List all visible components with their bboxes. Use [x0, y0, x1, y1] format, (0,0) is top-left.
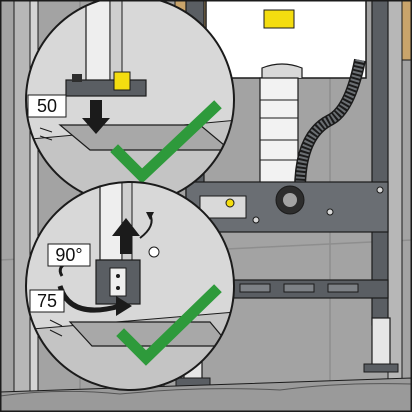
- measure-value-top: 50: [37, 96, 57, 116]
- flush-pipe: [259, 77, 299, 191]
- rotate-angle-value: 90°: [55, 245, 82, 265]
- check-mark-bottom-icon: [116, 284, 222, 366]
- measure-label-bottom: 75: [29, 289, 65, 313]
- frame-foot-right: [363, 317, 399, 373]
- cistern-label-plate: [263, 9, 295, 29]
- floor-texture: [0, 383, 412, 397]
- measure-value-bottom: 75: [37, 291, 57, 311]
- frame-crossbar: [185, 181, 389, 233]
- rotate-angle-label: 90°: [47, 243, 91, 267]
- measure-label-top: 50: [27, 94, 67, 118]
- check-mark-top-icon: [110, 100, 222, 184]
- cistern-outlet: [261, 63, 303, 78]
- corrugated-conduit: [295, 59, 365, 191]
